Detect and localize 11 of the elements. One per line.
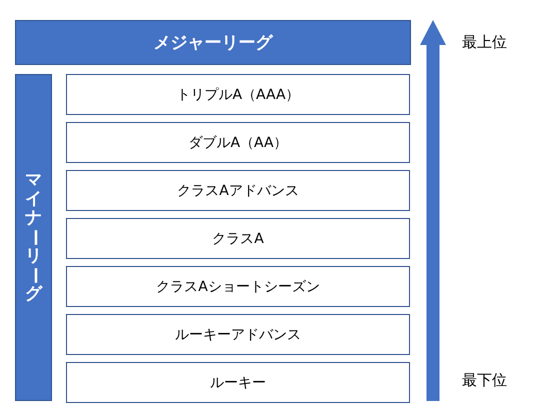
tier-box: ルーキーアドバンス	[66, 314, 410, 355]
tier-box: ルーキー	[66, 362, 410, 403]
rank-label: 最下位	[462, 371, 507, 390]
tier-box: クラスAアドバンス	[66, 170, 410, 211]
rank-label: 最上位	[462, 33, 507, 52]
tier-box: クラスA	[66, 218, 410, 259]
tier-box: ダブルA（AA）	[66, 122, 410, 163]
tier-box: クラスAショートシーズン	[66, 266, 410, 307]
league-banner: マイナーリーグ	[15, 74, 52, 401]
league-banner: メジャーリーグ	[15, 20, 411, 65]
tier-box: トリプルA（AAA）	[66, 74, 410, 115]
